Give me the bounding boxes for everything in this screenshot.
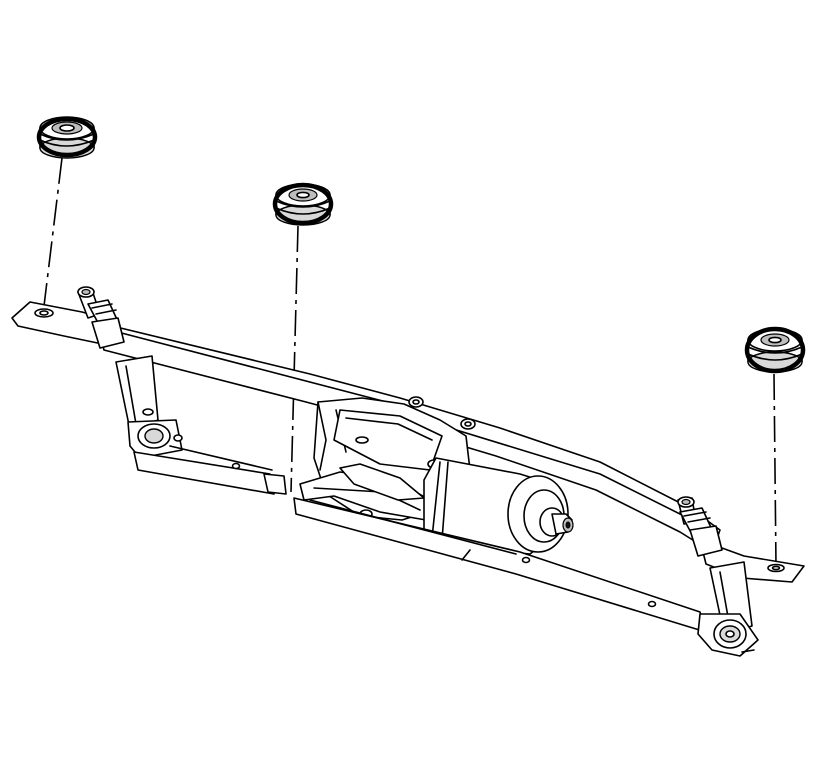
leader-line-center <box>290 225 299 493</box>
leader-line-left <box>43 157 63 307</box>
grommet-right <box>744 326 806 374</box>
crank-arm-left <box>115 355 183 459</box>
wiper-motor <box>299 396 574 555</box>
grommet-left <box>36 116 98 159</box>
pivot-left <box>77 286 125 349</box>
pivot-right <box>677 496 723 557</box>
crank-arm-right <box>697 561 759 657</box>
grommet-center <box>272 182 334 226</box>
drive-link-left <box>133 445 287 495</box>
leader-line-right <box>773 373 777 567</box>
